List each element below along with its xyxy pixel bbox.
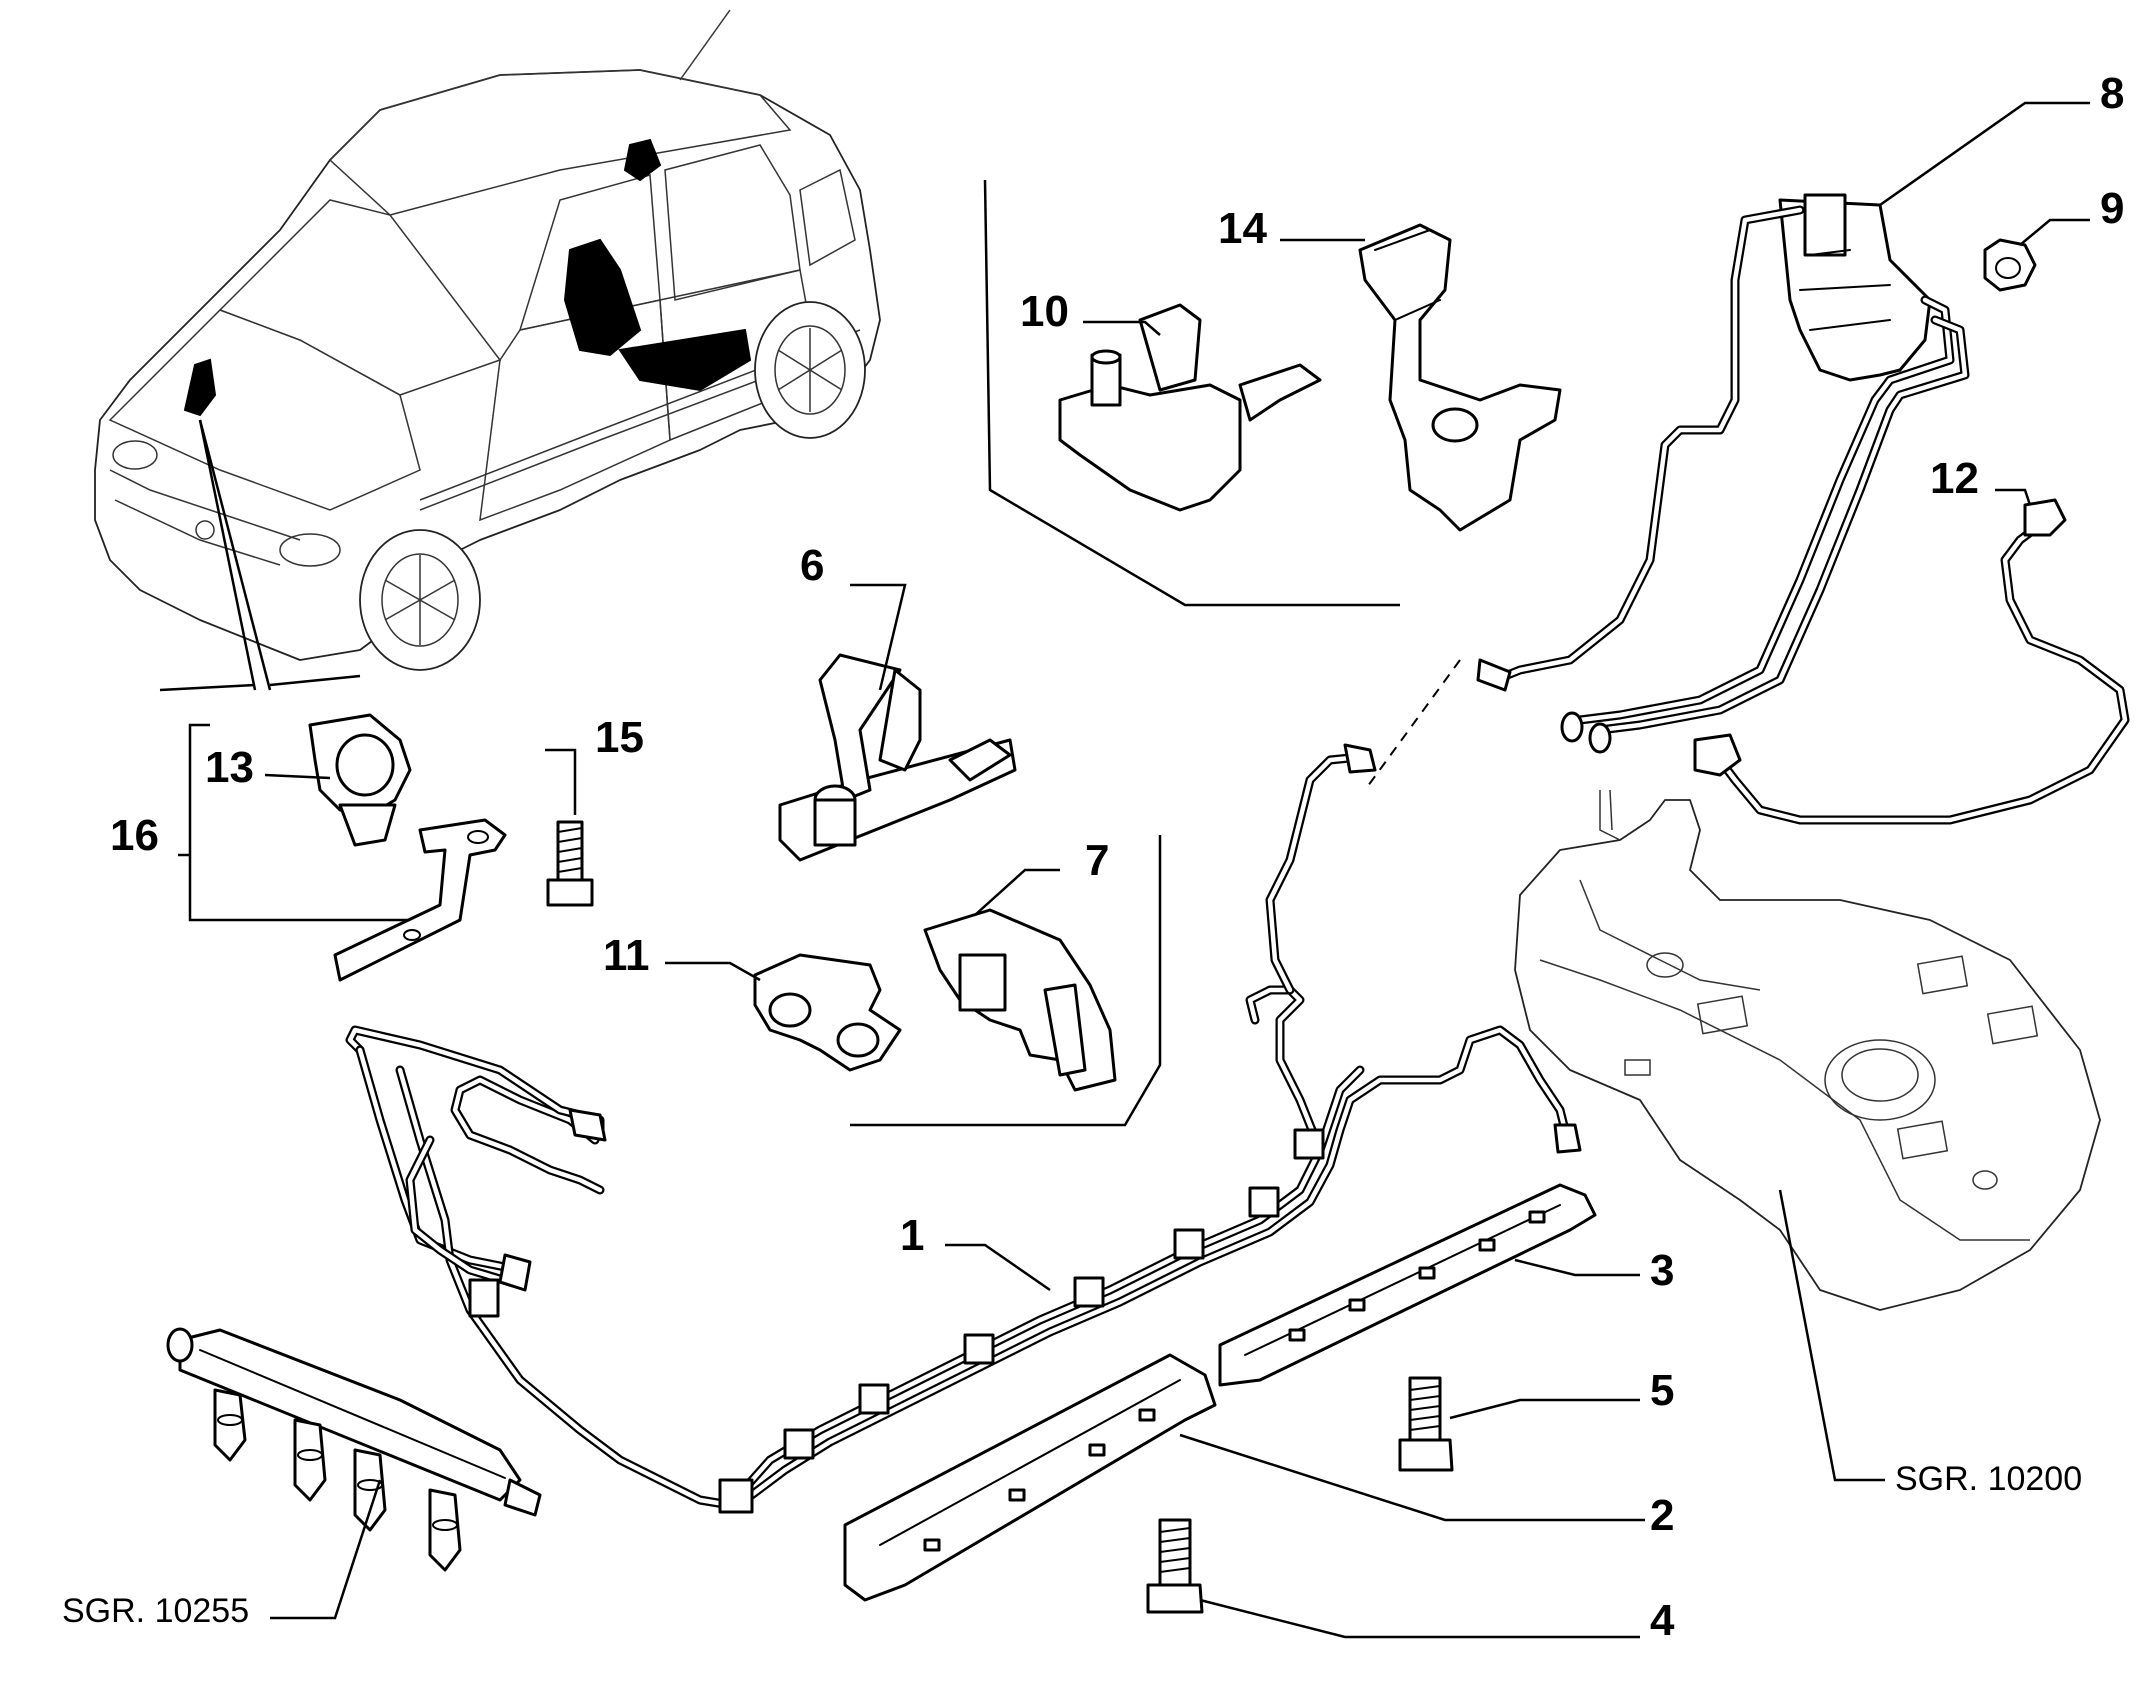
callout-15: 15 — [595, 713, 644, 762]
leader-15 — [545, 748, 577, 815]
fuel-tank — [1514, 789, 2101, 1311]
callout-5: 5 — [1650, 1366, 1674, 1415]
part-11-clip — [753, 953, 902, 1072]
callout-7: 7 — [1085, 836, 1109, 885]
leader-13 — [264, 773, 331, 780]
part-7-clip — [923, 908, 1117, 1092]
part-4-bolt — [1146, 1518, 1204, 1614]
part-2-cover — [843, 1353, 1217, 1602]
callout-1: 1 — [900, 1211, 924, 1260]
part-15-bolt — [546, 820, 594, 907]
callout-10: 10 — [1020, 287, 1069, 336]
bracket-10-14 — [983, 179, 1400, 607]
callout-11: 11 — [603, 931, 650, 980]
leader-6 — [850, 583, 907, 691]
canister-pipe-connectors — [1476, 658, 1612, 754]
leader-fuel-tank — [1778, 1189, 1885, 1482]
part-1-fuel-pipe — [345, 743, 1582, 1514]
part-8-canister — [1778, 193, 1932, 382]
callout-13: 13 — [205, 743, 254, 792]
part-6-clip — [778, 653, 1017, 862]
leader-fuel-rail — [270, 1479, 382, 1620]
part-14-clip — [1358, 223, 1562, 532]
callout-14: 14 — [1218, 204, 1267, 253]
callout-3: 3 — [1650, 1246, 1674, 1295]
leader-7 — [974, 868, 1060, 916]
leader-9 — [2019, 218, 2090, 246]
callout-8: 8 — [2100, 69, 2124, 118]
leader-10 — [1083, 320, 1161, 336]
leader-2 — [1179, 1433, 1645, 1522]
bracket-7-11 — [850, 835, 1162, 1127]
leader-12 — [1995, 488, 2032, 506]
part-13-sensor — [308, 713, 412, 847]
leader-5 — [1449, 1398, 1640, 1420]
ref-fuel-rail: SGR. 10255 — [62, 1592, 249, 1630]
leader-4 — [1199, 1598, 1640, 1639]
part-10-clip — [1058, 303, 1322, 512]
ref-fuel-tank: SGR. 10200 — [1895, 1460, 2082, 1498]
leader-1 — [945, 1243, 1051, 1292]
bracket-16 — [188, 723, 420, 922]
car-illustration — [94, 9, 881, 692]
leader-8 — [1879, 101, 2090, 207]
part-5-bolt — [1398, 1376, 1454, 1472]
callout-2: 2 — [1650, 1491, 1674, 1540]
part-16-bracket — [333, 818, 507, 982]
callout-16: 16 — [110, 811, 159, 860]
callout-9: 9 — [2100, 184, 2124, 233]
callout-4: 4 — [1650, 1596, 1675, 1645]
part-3-cover — [1218, 1183, 1597, 1387]
callout-6: 6 — [800, 541, 824, 590]
fuel-rail — [166, 1327, 542, 1572]
leader-11 — [665, 961, 761, 982]
leader-3 — [1514, 1258, 1640, 1277]
hose-12-fittings — [1693, 498, 2067, 777]
dashed-connection — [1364, 659, 1461, 791]
part-9-nut — [1983, 238, 2037, 292]
callout-12: 12 — [1930, 454, 1979, 503]
